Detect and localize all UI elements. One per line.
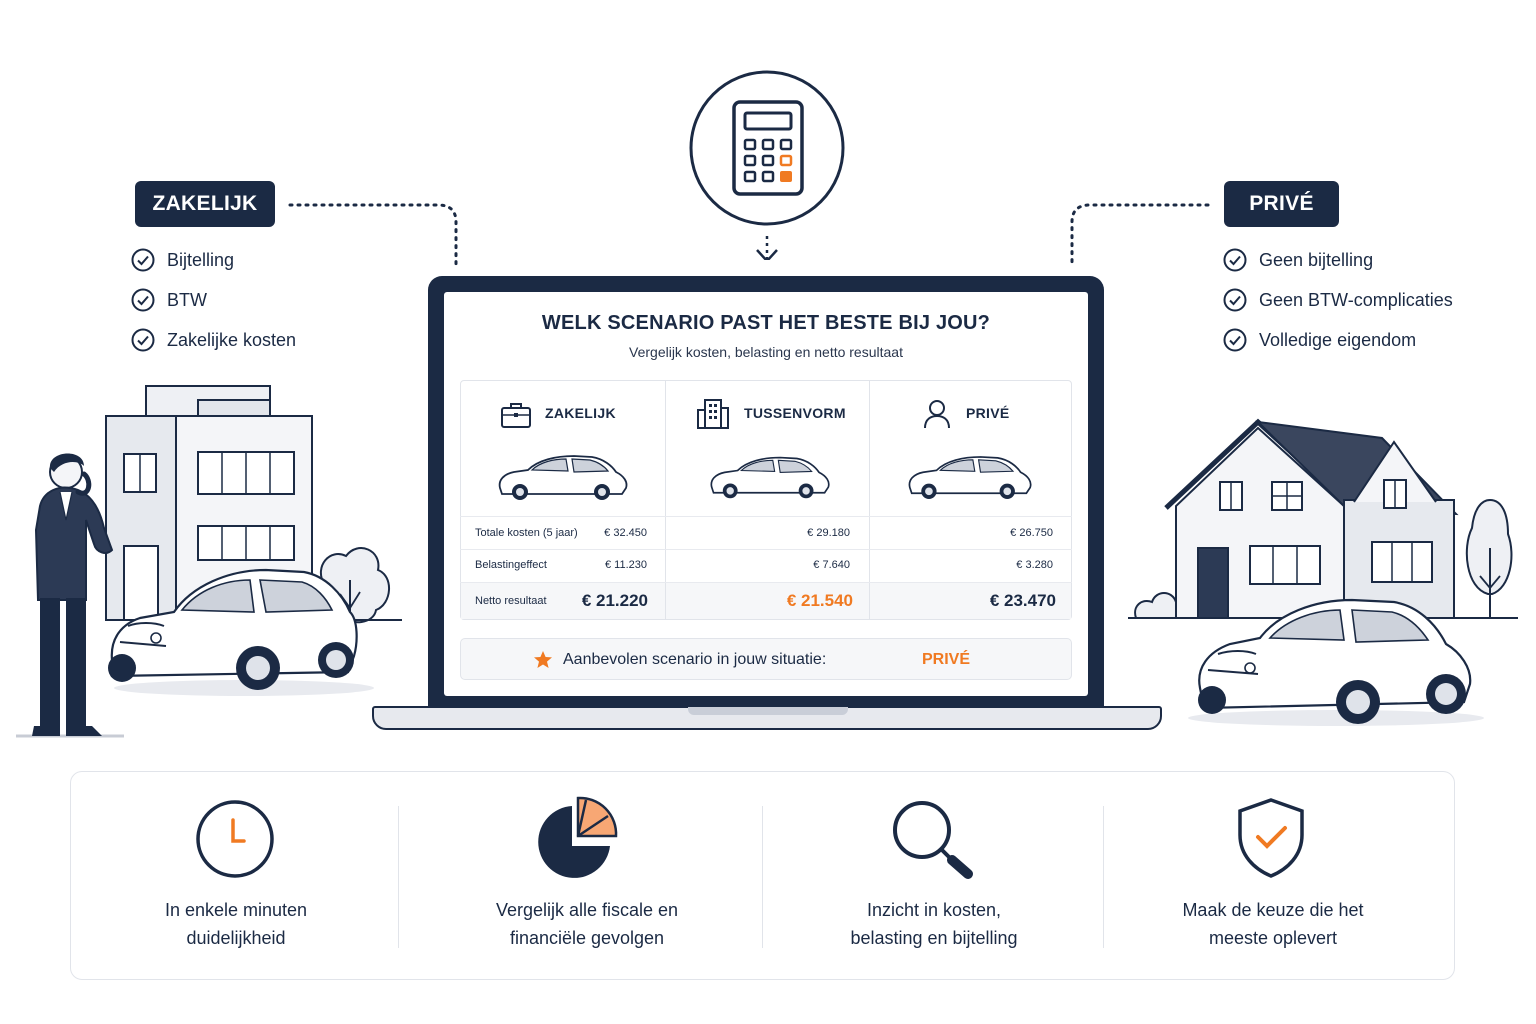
row-label-total-costs: Totale kosten (5 jaar) [475,527,578,539]
column-divider [869,380,870,620]
recommendation-label: Aanbevolen scenario in jouw situatie: [563,651,827,668]
check-circle-icon [1223,288,1247,312]
value-zakelijk-net: € 21.220 [581,591,648,610]
car-icon [498,455,628,500]
check-circle-icon [131,248,155,272]
row-divider [460,549,1072,550]
car-icon [908,456,1032,499]
benefit-divider [398,806,399,948]
magnifier-icon [893,801,973,879]
check-circle-icon [131,288,155,312]
list-item: BTW [131,280,296,320]
benefit-text: Vergelijk alle fiscale en financiële gev… [495,900,679,948]
house-scene-illustration [1128,418,1518,726]
list-item: Bijtelling [131,240,296,280]
value-zakelijk-tax: € 11.230 [604,559,647,571]
benefit-divider [762,806,763,948]
value-prive-total: € 26.750 [1010,527,1053,539]
comparison-table [460,380,1072,620]
clock-icon [196,800,274,878]
person-icon [924,400,950,429]
row-divider [460,516,1072,517]
column-header-zakelijk: ZAKELIJK [545,405,616,421]
feature-label: Volledige eigendom [1259,329,1417,350]
feature-label: Geen BTW-complicaties [1259,289,1453,310]
calculator-icon [689,70,845,260]
benefit-divider [1103,806,1104,948]
check-circle-icon [131,328,155,352]
briefcase-icon [501,403,531,428]
row-label-tax-effect: Belastingeffect [475,559,547,571]
benefit-text: Inzicht in kosten, belasting en bijtelli… [850,900,1018,948]
check-circle-icon [1223,328,1247,352]
recommendation-value: PRIVÉ [922,651,971,668]
screen-title: WELK SCENARIO PAST HET BESTE BIJ JOU? [541,312,991,334]
shield-check-icon [1238,798,1304,878]
list-item: Geen bijtelling [1223,240,1453,280]
laptop-notch [688,707,848,715]
car-icon [710,456,830,499]
value-tussenvorm-tax: € 7.640 [813,559,850,571]
badge-zakelijk: ZAKELIJK [135,181,275,227]
connector-right [1070,203,1210,268]
feature-label: Bijtelling [167,249,235,270]
benefit-text: In enkele minuten duidelijkheid [164,900,308,948]
badge-prive: PRIVÉ [1224,181,1339,227]
value-tussenvorm-net: € 21.540 [786,591,853,610]
column-divider [665,380,666,620]
benefit-text: Maak de keuze die het meeste oplevert [1182,900,1364,948]
row-label-net-result: Netto resultaat [475,595,547,607]
feature-label: Zakelijke kosten [167,329,297,350]
row-divider [460,582,1072,583]
feature-label: BTW [167,289,207,310]
feature-label: Geen bijtelling [1259,249,1374,270]
list-item: Volledige eigendom [1223,320,1453,360]
recommendation-bar [460,638,1072,680]
value-zakelijk-total: € 32.450 [604,527,647,539]
screen-subtitle: Vergelijk kosten, belasting en netto res… [629,344,903,360]
value-tussenvorm-total: € 29.180 [807,527,850,539]
list-item: Geen BTW-complicaties [1223,280,1453,320]
zakelijk-feature-list: Bijtelling BTW Zakelijke kosten [131,240,296,360]
check-circle-icon [1223,248,1247,272]
connector-left [288,203,458,268]
prive-feature-list: Geen bijtelling Geen BTW-complicaties Vo… [1223,240,1453,360]
net-result-row-highlight [461,582,1071,619]
column-header-tussenvorm: TUSSENVORM [744,405,846,421]
column-header-prive: PRIVÉ [966,405,1010,421]
star-icon [534,651,552,668]
building-icon [697,399,729,429]
value-prive-net: € 23.470 [989,591,1056,610]
pie-chart-icon [538,796,618,878]
office-scene-illustration [16,385,402,738]
value-prive-tax: € 3.280 [1016,559,1053,571]
list-item: Zakelijke kosten [131,320,296,360]
